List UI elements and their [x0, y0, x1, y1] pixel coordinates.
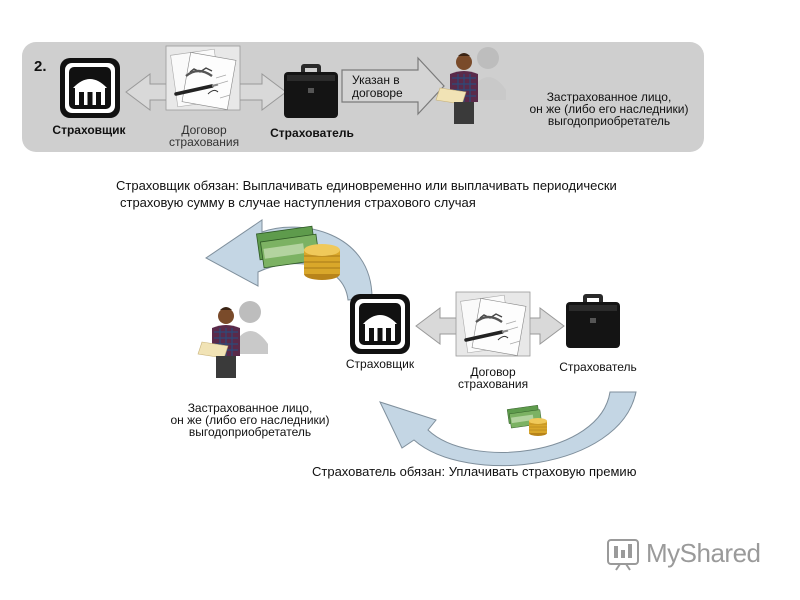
bottom-contract-label: Договор страхования: [457, 365, 529, 391]
contract-icon: [164, 44, 242, 112]
top-insurer-label: Страховщик: [52, 123, 126, 137]
insurer-duty-line-1: Страховщик обязан: Выплачивать единоврем…: [116, 178, 617, 193]
bottom-insured-line-1: Застрахованное лицо,: [187, 401, 313, 415]
top-insured-line-2: он же (либо его наследники): [529, 102, 689, 116]
bottom-insurer-label: Страховщик: [345, 357, 415, 371]
coin-stack-icon-small: [528, 417, 548, 437]
section-number: 2.: [34, 58, 47, 75]
insured-persons-icon-bottom: [197, 300, 269, 379]
watermark: MyShared: [606, 536, 766, 570]
contract-icon-bottom: [454, 290, 532, 358]
policyholder-duty-text: Страхователь обязан: Уплачивать страхову…: [312, 464, 637, 479]
top-insured-line-1: Застрахованное лицо,: [546, 90, 672, 104]
coin-stack-icon: [303, 243, 341, 281]
top-contract-label: Договор страхования: [168, 123, 240, 149]
bottom-insured-line-2: он же (либо его наследники): [170, 413, 330, 427]
briefcase-icon: [284, 64, 338, 118]
insurer-duty-line-2: страховую сумму в случае наступления стр…: [120, 195, 476, 210]
specified-arrow-text: Указан в договоре: [352, 73, 403, 100]
insurer-building-icon-bottom: [350, 294, 410, 354]
watermark-text: MyShared: [646, 538, 761, 568]
bottom-policyholder-label: Страхователь: [559, 360, 637, 374]
bottom-insured-line-3: выгодоприобретатель: [188, 425, 312, 439]
insurer-building-icon: [60, 58, 120, 118]
top-insured-line-3: выгодоприобретатель: [547, 114, 671, 128]
top-policyholder-label: Страхователь: [270, 126, 354, 140]
specified-arrow: [341, 56, 445, 116]
briefcase-icon-bottom: [566, 294, 620, 348]
premium-curved-arrow: [379, 391, 637, 467]
myshared-logo-icon: [607, 539, 639, 571]
